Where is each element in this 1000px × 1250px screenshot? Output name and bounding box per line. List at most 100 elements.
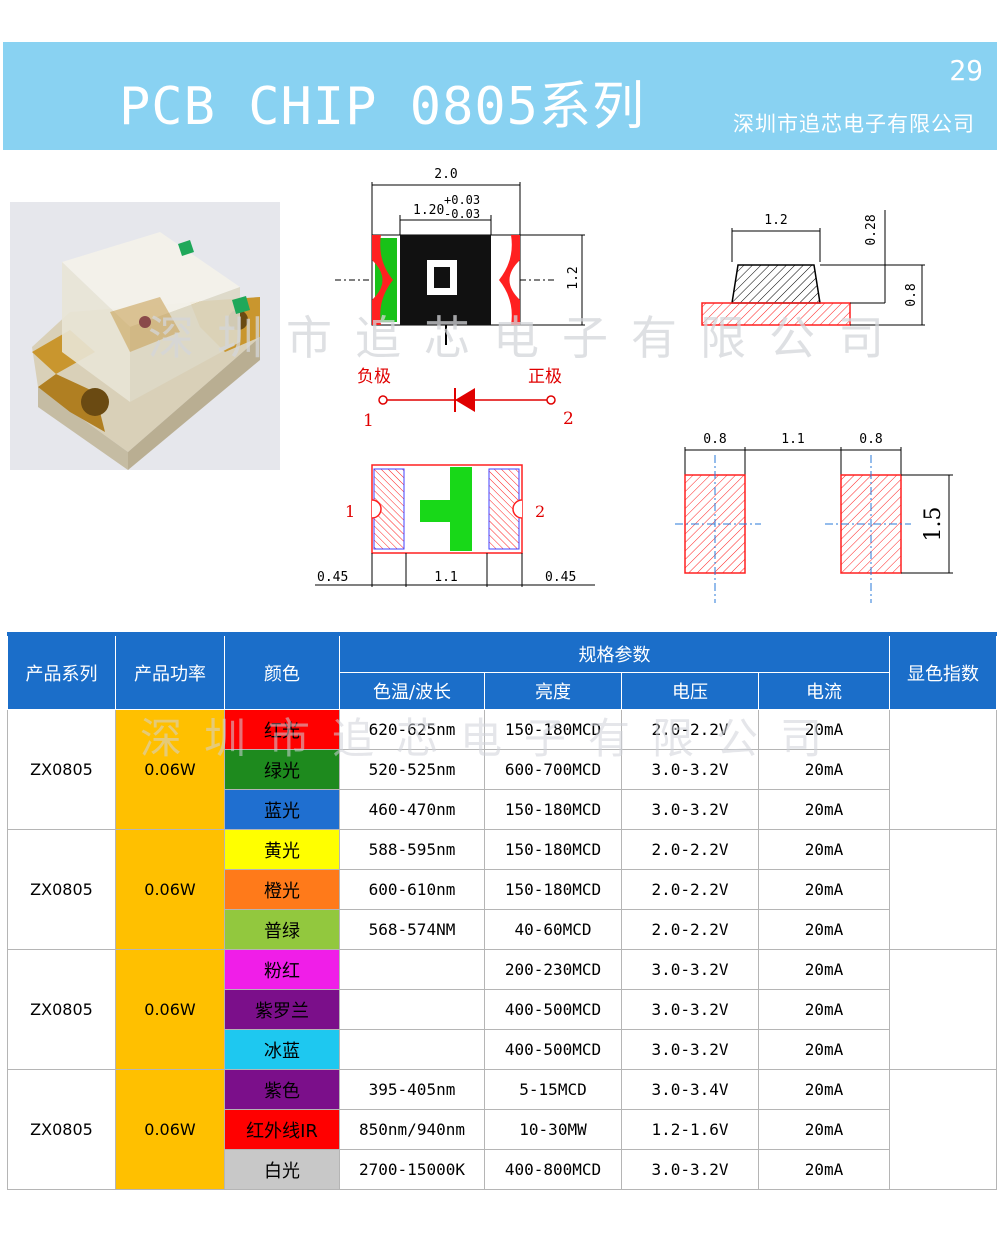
current-cell: 20mA: [758, 909, 890, 950]
positive-label: 正极: [528, 367, 562, 387]
fp-dim-gap-label: 1.1: [781, 432, 804, 447]
brightness-cell: 150-180MCD: [484, 869, 622, 910]
fp-dim-pad-right-label: 0.8: [859, 432, 882, 447]
side-dim-total-label: 0.8: [904, 283, 919, 306]
current-cell: 20mA: [758, 869, 890, 910]
brightness-cell: 200-230MCD: [484, 949, 622, 990]
voltage-cell: 2.0-2.2V: [621, 829, 759, 870]
wavelength-cell: 850nm/940nm: [339, 1109, 485, 1150]
led-chip-illustration: [10, 202, 280, 470]
color-cell: 橙光: [224, 869, 340, 910]
voltage-cell: 3.0-3.4V: [621, 1069, 759, 1110]
dim-inner-label: 1.20: [413, 203, 444, 218]
current-cell: 20mA: [758, 1149, 890, 1190]
brightness-cell: 5-15MCD: [484, 1069, 622, 1110]
voltage-cell: 2.0-2.2V: [621, 869, 759, 910]
fp-dim-height-label: 1.5: [921, 507, 946, 542]
bottom-view-drawing: 1 2 0.45 1.1 0.45: [310, 455, 600, 595]
top-view-drawing: 2.0 1.20 +0.03 -0.03 1.2 负极 正极: [315, 160, 605, 431]
bottom-dim-right-label: 0.45: [545, 570, 576, 585]
bottom-pin2-label: 2: [535, 502, 545, 521]
bottom-dim-mid-label: 1.1: [434, 570, 457, 585]
current-cell: 20mA: [758, 709, 890, 750]
dim-width-label: 2.0: [434, 167, 457, 182]
current-cell: 20mA: [758, 829, 890, 870]
voltage-cell: 1.2-1.6V: [621, 1109, 759, 1150]
color-cell: 普绿: [224, 909, 340, 950]
color-cell: 黄光: [224, 829, 340, 870]
current-cell: 20mA: [758, 949, 890, 990]
side-dim-top-label: 1.2: [764, 213, 787, 228]
wavelength-cell: 620-625nm: [339, 709, 485, 750]
voltage-cell: 3.0-3.2V: [621, 789, 759, 830]
power-cell: 0.06W: [115, 709, 225, 830]
voltage-cell: 2.0-2.2V: [621, 909, 759, 950]
brightness-cell: 400-500MCD: [484, 989, 622, 1030]
voltage-cell: 3.0-3.2V: [621, 749, 759, 790]
negative-label: 负极: [357, 367, 391, 387]
product-photo: [10, 202, 280, 470]
side-dim-lens-label: 0.28: [864, 214, 879, 245]
cri-cell: [889, 829, 997, 950]
header-wavelength: 色温/波长: [339, 672, 485, 710]
brightness-cell: 40-60MCD: [484, 909, 622, 950]
brightness-cell: 400-800MCD: [484, 1149, 622, 1190]
bottom-dim-left-label: 0.45: [317, 570, 348, 585]
cri-cell: [889, 949, 997, 1070]
wavelength-cell: 520-525nm: [339, 749, 485, 790]
wavelength-cell: 568-574NM: [339, 909, 485, 950]
wavelength-cell: [339, 949, 485, 990]
bottom-pin1-label: 1: [345, 502, 355, 521]
color-cell: 绿光: [224, 749, 340, 790]
brightness-cell: 400-500MCD: [484, 1029, 622, 1070]
header-brightness: 亮度: [484, 672, 622, 710]
page-number: 29: [949, 54, 983, 87]
cri-cell: [889, 1069, 997, 1190]
current-cell: 20mA: [758, 1029, 890, 1070]
wavelength-cell: 395-405nm: [339, 1069, 485, 1110]
current-cell: 20mA: [758, 1109, 890, 1150]
fp-dim-pad-left-label: 0.8: [703, 432, 726, 447]
voltage-cell: 3.0-3.2V: [621, 1149, 759, 1190]
pin1-label: 1: [363, 411, 374, 430]
wavelength-cell: 2700-15000K: [339, 1149, 485, 1190]
cri-cell: [889, 709, 997, 830]
voltage-cell: 2.0-2.2V: [621, 709, 759, 750]
series-cell: ZX0805: [7, 949, 116, 1070]
current-cell: 20mA: [758, 989, 890, 1030]
wavelength-cell: [339, 1029, 485, 1070]
voltage-cell: 3.0-3.2V: [621, 949, 759, 990]
color-cell: 紫罗兰: [224, 989, 340, 1030]
color-cell: 粉红: [224, 949, 340, 990]
spec-table: 产品系列 产品功率 颜色 规格参数 显色指数 色温/波长 亮度 电压 电流 ZX…: [7, 632, 997, 1190]
color-cell: 红光: [224, 709, 340, 750]
wavelength-cell: 460-470nm: [339, 789, 485, 830]
current-cell: 20mA: [758, 789, 890, 830]
header-power: 产品功率: [115, 633, 225, 710]
wavelength-cell: 588-595nm: [339, 829, 485, 870]
dim-height-label: 1.2: [566, 266, 581, 289]
side-view-drawing: 1.2 0.28 0.8: [690, 200, 930, 340]
tol-minus-label: -0.03: [444, 207, 480, 221]
page-title: PCB CHIP 0805系列: [119, 77, 645, 137]
series-cell: ZX0805: [7, 1069, 116, 1190]
wavelength-cell: 600-610nm: [339, 869, 485, 910]
brightness-cell: 600-700MCD: [484, 749, 622, 790]
header-spec-group: 规格参数: [339, 633, 890, 673]
footprint-drawing: 0.8 1.1 0.8 1.5: [675, 425, 965, 605]
brightness-cell: 150-180MCD: [484, 789, 622, 830]
header-current: 电流: [758, 672, 890, 710]
